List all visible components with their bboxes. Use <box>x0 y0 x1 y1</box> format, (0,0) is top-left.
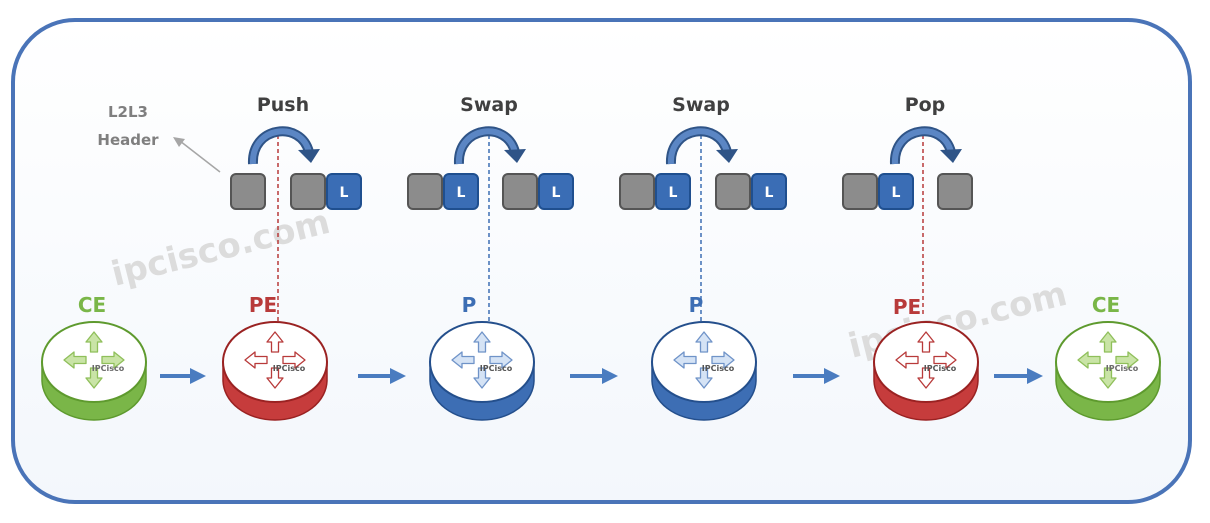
router-arrows-icon <box>895 331 957 389</box>
label-block-text: L <box>669 185 678 201</box>
header-block <box>937 173 973 210</box>
router-role-label: CE <box>1092 293 1120 317</box>
header-block <box>619 173 655 210</box>
curved-arrow-shaft <box>455 128 518 165</box>
router-ce-6: CE IPCisco <box>1055 293 1161 421</box>
header-block <box>290 173 326 210</box>
router-top <box>873 321 979 403</box>
flow-arrows-layer <box>160 368 1043 384</box>
router-brand-text: IPCisco <box>480 364 513 373</box>
router-arrows-icon <box>63 331 125 389</box>
header-pointer-head <box>173 137 185 147</box>
header-block <box>842 173 878 210</box>
label-block-text: L <box>340 185 349 201</box>
operation-4: Pop <box>890 94 962 315</box>
router-arrows-icon <box>673 331 735 389</box>
routers-layer: CE IPCisco PE IPCisco P IPCisco P IPCisco PE IPCi… <box>41 293 1161 421</box>
router-role-label: PE <box>893 295 921 319</box>
curved-arrow-head <box>940 149 962 163</box>
router-top <box>1055 321 1161 403</box>
router-top <box>651 321 757 403</box>
packet-push-after: L <box>290 173 362 210</box>
label-block-text: L <box>457 185 466 201</box>
label-block <box>878 173 914 210</box>
label-block <box>538 173 574 210</box>
flow-arrow-1 <box>160 368 206 384</box>
packet-swap2-before: L <box>619 173 691 210</box>
router-arrows-icon <box>451 331 513 389</box>
operation-label: Swap <box>460 94 518 116</box>
router-pe-5: PE IPCisco <box>873 295 979 421</box>
router-pe-2: PE IPCisco <box>222 293 328 421</box>
curved-arrow-shaft <box>891 128 954 165</box>
flow-arrow-5 <box>994 368 1043 384</box>
label-block <box>751 173 787 210</box>
flow-arrow-2 <box>358 368 406 384</box>
router-brand-text: IPCisco <box>924 364 957 373</box>
operation-label: Swap <box>672 94 730 116</box>
packet-swap2-after: L <box>715 173 787 210</box>
router-role-label: P <box>462 293 477 317</box>
label-block <box>326 173 362 210</box>
curved-arrow-head <box>298 149 320 163</box>
header-block <box>230 173 266 210</box>
flow-arrow-4 <box>793 368 840 384</box>
router-brand-text: IPCisco <box>273 364 306 373</box>
label-block <box>443 173 479 210</box>
curved-arrow-shaft <box>249 128 312 165</box>
label-block-text: L <box>765 185 774 201</box>
router-brand-text: IPCisco <box>92 364 125 373</box>
curved-arrow-head <box>716 149 738 163</box>
router-role-label: PE <box>249 293 277 317</box>
router-arrows-icon <box>244 331 306 389</box>
router-ce-1: CE IPCisco <box>41 293 147 421</box>
header-pointer-line <box>179 140 221 173</box>
header-block <box>502 173 538 210</box>
operation-label: Pop <box>905 94 946 116</box>
router-arrows-icon <box>1077 331 1139 389</box>
label-block-text: L <box>552 185 561 201</box>
packet-pop-before: L <box>842 173 914 210</box>
router-role-label: P <box>689 293 704 317</box>
flow-arrow-3 <box>570 368 618 384</box>
label-block <box>655 173 691 210</box>
curved-arrow-shaft <box>667 128 730 165</box>
operations-layer: Push Swap Swap Pop <box>248 94 962 322</box>
header-label-line1: L2L3 <box>108 103 148 121</box>
router-p-3: P IPCisco <box>429 293 535 421</box>
header-label-line2: Header <box>97 131 159 149</box>
label-block-text: L <box>892 185 901 201</box>
operation-3: Swap <box>666 94 738 322</box>
router-role-label: CE <box>78 293 106 317</box>
router-p-4: P IPCisco <box>651 293 757 421</box>
packet-push-before <box>230 173 266 210</box>
router-top <box>41 321 147 403</box>
packet-pop-after <box>937 173 973 210</box>
operation-2: Swap <box>454 94 526 322</box>
header-block <box>407 173 443 210</box>
packet-swap1-after: L <box>502 173 574 210</box>
operation-1: Push <box>248 94 320 322</box>
packet-swap1-before: L <box>407 173 479 210</box>
operation-label: Push <box>257 94 309 116</box>
router-top <box>222 321 328 403</box>
header-block <box>715 173 751 210</box>
router-brand-text: IPCisco <box>1106 364 1139 373</box>
router-brand-text: IPCisco <box>702 364 735 373</box>
curved-arrow-head <box>504 149 526 163</box>
router-top <box>429 321 535 403</box>
